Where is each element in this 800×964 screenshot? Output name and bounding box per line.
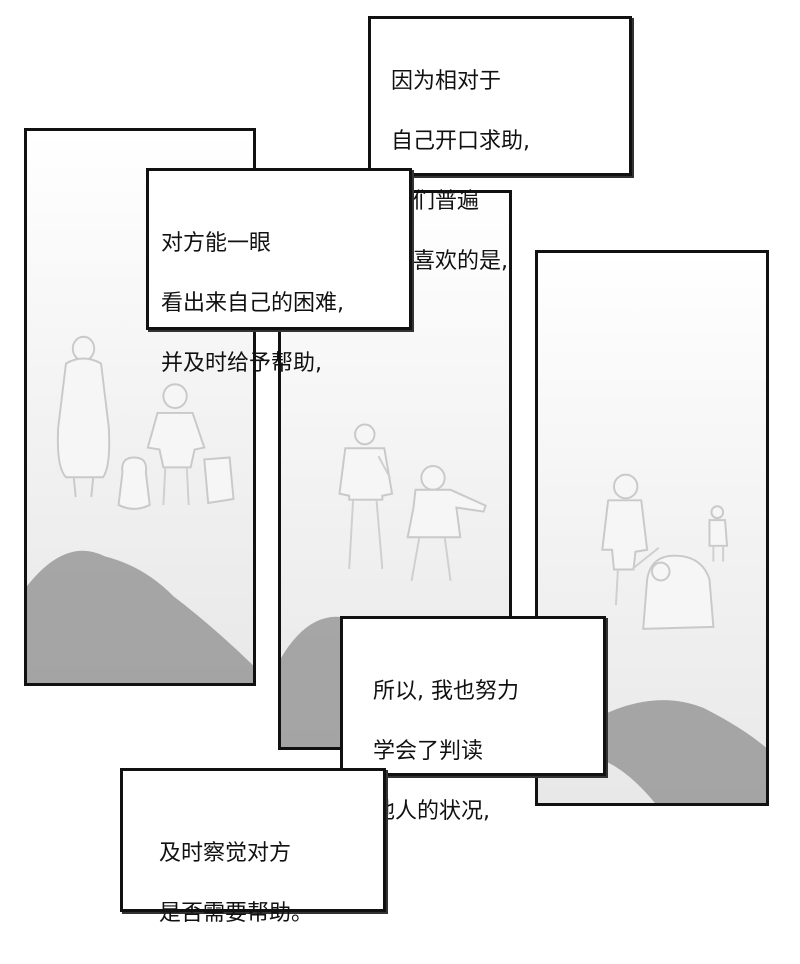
panel-middle-art	[281, 423, 487, 747]
distant-figure	[708, 505, 729, 562]
panel-right-art	[596, 473, 766, 803]
kicking-adult	[601, 473, 660, 606]
caption-1-line-2: 自己开口求助,	[391, 129, 530, 154]
foreground-shadow	[27, 550, 253, 683]
caption-2-line-2: 看出来自己的困难,	[161, 291, 344, 316]
caption-3-line-3: 他人的状况,	[373, 799, 490, 824]
child-with-bags	[117, 383, 235, 510]
caption-box-3: 所以, 我也努力 学会了判读 他人的状况,	[340, 616, 606, 824]
caption-box-2: 对方能一眼 看出来自己的困难, 并及时给予帮助,	[146, 168, 412, 376]
caption-3-line-2: 学会了判读	[373, 739, 484, 764]
child-pointing	[406, 465, 487, 581]
caption-box-1: 因为相对于 自己开口求助, 人们普遍 更喜欢的是,	[368, 16, 632, 274]
standing-adult	[338, 423, 394, 570]
caption-4-line-1: 及时察觉对方	[159, 841, 292, 866]
caption-2-line-1: 对方能一眼	[161, 231, 272, 256]
caption-1-line-3: 人们普遍	[391, 189, 480, 214]
foreground-shadow	[596, 700, 766, 803]
caption-2-line-3: 并及时给予帮助,	[161, 351, 322, 376]
caption-1-line-4: 更喜欢的是,	[391, 249, 508, 274]
panel-left-art	[27, 335, 253, 683]
caption-box-4: 及时察觉对方 是否需要帮助。	[120, 768, 386, 926]
crouched-figures	[642, 554, 715, 630]
caption-3-line-1: 所以, 我也努力	[373, 679, 519, 704]
foreground-shadow	[281, 616, 350, 747]
adult-silhouette	[56, 335, 111, 498]
caption-4-line-2: 是否需要帮助。	[159, 901, 314, 926]
caption-1-line-1: 因为相对于	[391, 69, 502, 94]
